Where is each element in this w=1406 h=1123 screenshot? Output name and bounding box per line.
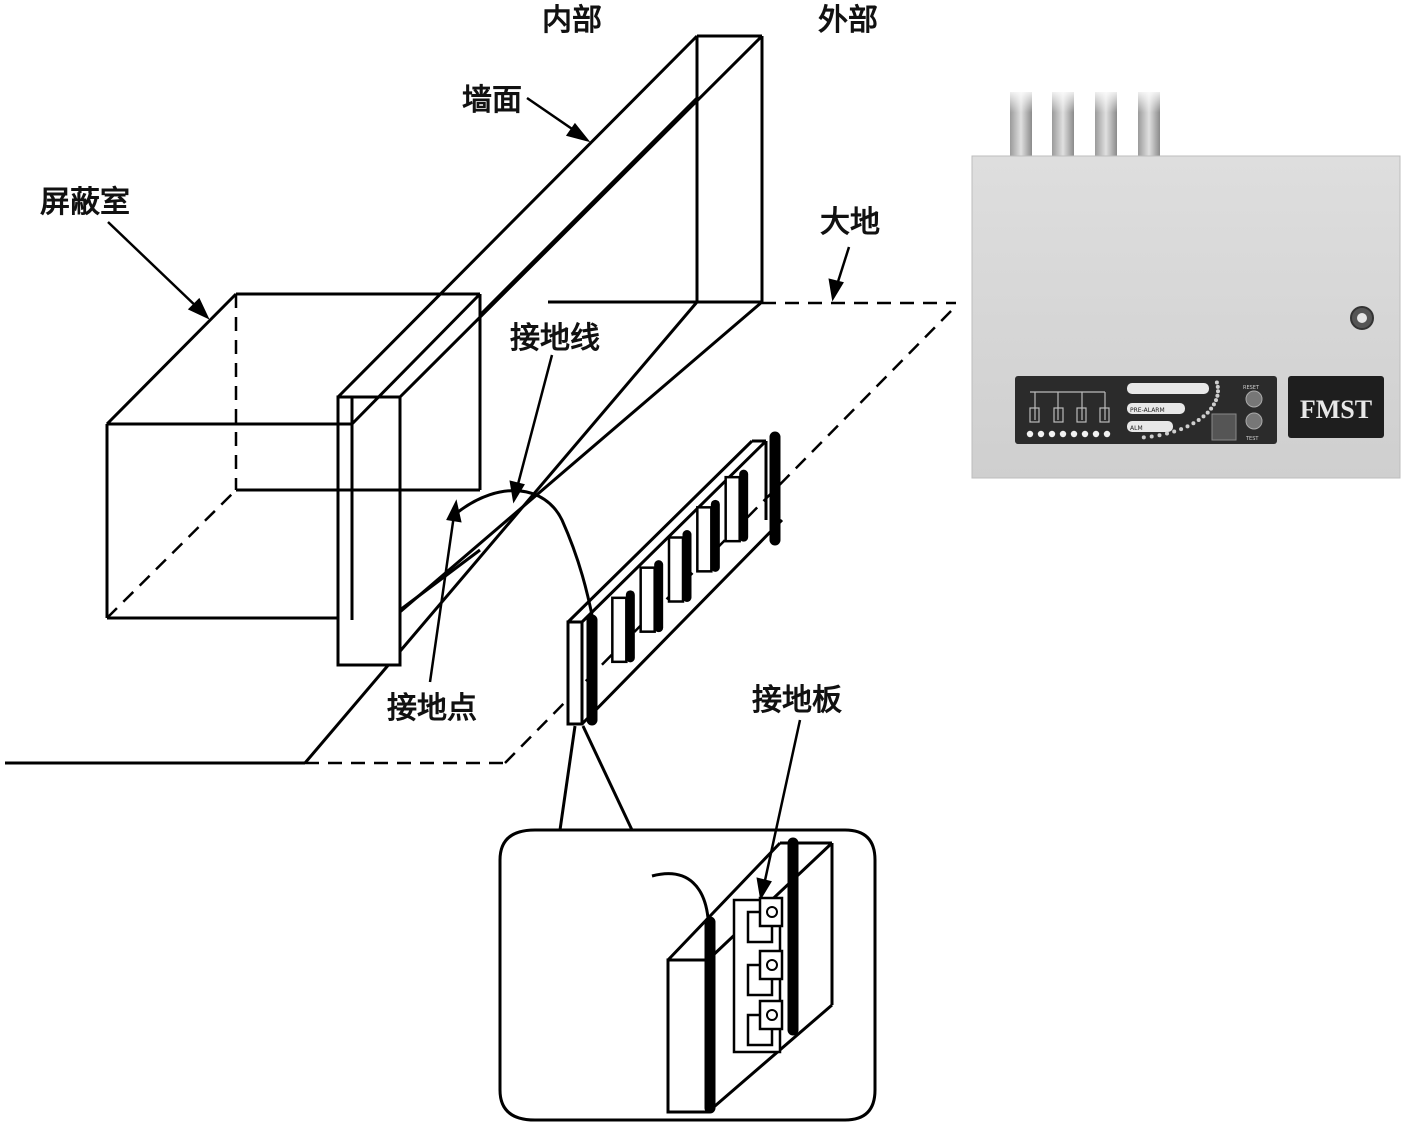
level-meter-icon bbox=[1141, 380, 1220, 440]
meter-dot bbox=[1191, 421, 1196, 426]
wall-slab bbox=[336, 395, 481, 667]
ground-plate bbox=[566, 431, 784, 726]
ground-wire bbox=[457, 489, 595, 621]
terminal-block-1 bbox=[746, 896, 784, 944]
label-ground-point: 接地点 bbox=[387, 691, 477, 726]
key-lock-icon bbox=[1350, 306, 1374, 330]
label-outside: 外部 bbox=[818, 3, 878, 38]
ground-plate-detail bbox=[651, 837, 834, 1114]
meter-dot bbox=[1172, 429, 1177, 434]
label-ground-wire: 接地线 bbox=[510, 321, 600, 356]
status-led-icon bbox=[1037, 430, 1045, 438]
ground-plate-terminals bbox=[611, 469, 749, 664]
status-led-icon bbox=[1059, 430, 1067, 438]
test-label: TEST bbox=[1245, 436, 1259, 442]
status-led-icon bbox=[1103, 430, 1111, 438]
meter-dot bbox=[1141, 435, 1146, 440]
terminal-block-2 bbox=[746, 949, 784, 997]
test-button bbox=[1245, 412, 1263, 430]
wall bbox=[336, 34, 764, 399]
brand-plate: FMST bbox=[1288, 376, 1384, 438]
meter-dot bbox=[1215, 384, 1220, 389]
meter-dot bbox=[1205, 410, 1210, 415]
pre-alarm-label: PRE-ALARM bbox=[1130, 407, 1165, 414]
meter-dot bbox=[1165, 431, 1169, 436]
label-earth: 大地 bbox=[820, 205, 880, 240]
shielded-room-box bbox=[105, 292, 482, 620]
meter-dot bbox=[1215, 393, 1220, 398]
plate-terminal bbox=[639, 560, 664, 633]
meter-dot bbox=[1214, 380, 1219, 385]
zoom-callout bbox=[498, 725, 877, 1122]
plate-terminal bbox=[667, 530, 692, 603]
cable-pipes bbox=[1000, 88, 1170, 158]
leader-arrows bbox=[107, 96, 851, 901]
meter-dot bbox=[1216, 389, 1220, 394]
meter-dot bbox=[1201, 414, 1206, 419]
indicator-diagram-icon bbox=[1029, 391, 1110, 423]
terminal-block-3 bbox=[746, 999, 784, 1047]
brand-logo: FMST bbox=[1300, 395, 1372, 424]
status-leds bbox=[1026, 430, 1111, 438]
meter-dot bbox=[1149, 434, 1154, 439]
reset-label: RESET bbox=[1243, 385, 1260, 391]
label-wall: 墙面 bbox=[462, 83, 522, 118]
meter-dot bbox=[1211, 402, 1216, 407]
label-shielded-room: 屏蔽室 bbox=[40, 185, 130, 220]
label-inside: 内部 bbox=[542, 3, 602, 38]
status-led-icon bbox=[1081, 430, 1089, 438]
meter-dot bbox=[1179, 427, 1184, 432]
label-ground-plate: 接地板 bbox=[752, 683, 842, 718]
plate-terminal bbox=[724, 469, 749, 543]
plate-terminal bbox=[611, 590, 635, 664]
meter-dot bbox=[1157, 433, 1162, 438]
status-led-icon bbox=[1070, 430, 1078, 438]
reset-button bbox=[1245, 390, 1263, 408]
alarm-label: ALM bbox=[1130, 425, 1143, 432]
meter-dot bbox=[1209, 406, 1214, 411]
status-led-icon bbox=[1048, 430, 1056, 438]
monitor-device: PRE-ALARM ALM RESET TEST FMST bbox=[971, 88, 1401, 479]
meter-dot bbox=[1214, 398, 1218, 403]
status-led-icon bbox=[1092, 430, 1100, 438]
control-panel: PRE-ALARM ALM RESET TEST bbox=[1015, 376, 1277, 444]
plate-terminal bbox=[696, 499, 720, 573]
meter-dot bbox=[1196, 418, 1201, 422]
meter-dot bbox=[1185, 424, 1190, 429]
status-led-icon bbox=[1026, 430, 1034, 438]
